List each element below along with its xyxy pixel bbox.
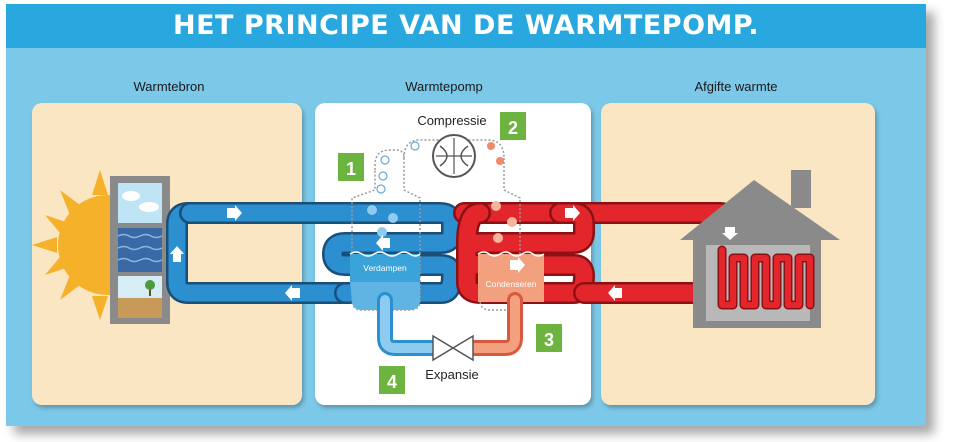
arrow-down-icon (722, 227, 738, 240)
label-heat-output: Afgifte warmte (694, 79, 778, 94)
compressor: Compressie (403, 113, 505, 178)
arrow-left-icon (285, 285, 300, 301)
svg-text:3: 3 (544, 330, 554, 350)
step-badge-3: 3 (536, 324, 562, 352)
title-bar: HET PRINCIPE VAN DE WARMTEPOMP. (6, 4, 926, 48)
expansion-valve-icon (432, 334, 474, 362)
diagram-title: HET PRINCIPE VAN DE WARMTEPOMP. (173, 10, 759, 41)
label-heat-pump: Warmtepomp (405, 79, 483, 94)
arrow-left-icon (376, 235, 390, 251)
label-heat-source: Warmtebron (133, 79, 205, 94)
svg-text:2: 2 (508, 118, 518, 138)
arrow-right-icon (565, 205, 580, 221)
compress-label: Compressie (417, 113, 486, 128)
expansion-lines (377, 292, 523, 356)
step-badge-4: 4 (379, 366, 405, 394)
evaporator-vessel: Verdampen (349, 149, 421, 311)
radiator-coil (717, 245, 815, 310)
step-badge-2: 2 (500, 112, 526, 140)
expand-label: Expansie (425, 367, 478, 382)
flow-arrows (170, 205, 738, 301)
step-badge-1: 1 (338, 153, 364, 181)
heat-source-window (110, 176, 170, 324)
arrow-up-icon (170, 246, 184, 262)
arrow-right-icon (510, 257, 525, 273)
svg-text:1: 1 (346, 159, 356, 179)
condense-label: Condenseren (485, 279, 536, 289)
arrow-left-icon (608, 285, 622, 301)
svg-text:4: 4 (387, 372, 397, 392)
evaporate-label: Verdampen (363, 263, 407, 273)
arrow-right-icon (227, 205, 242, 221)
